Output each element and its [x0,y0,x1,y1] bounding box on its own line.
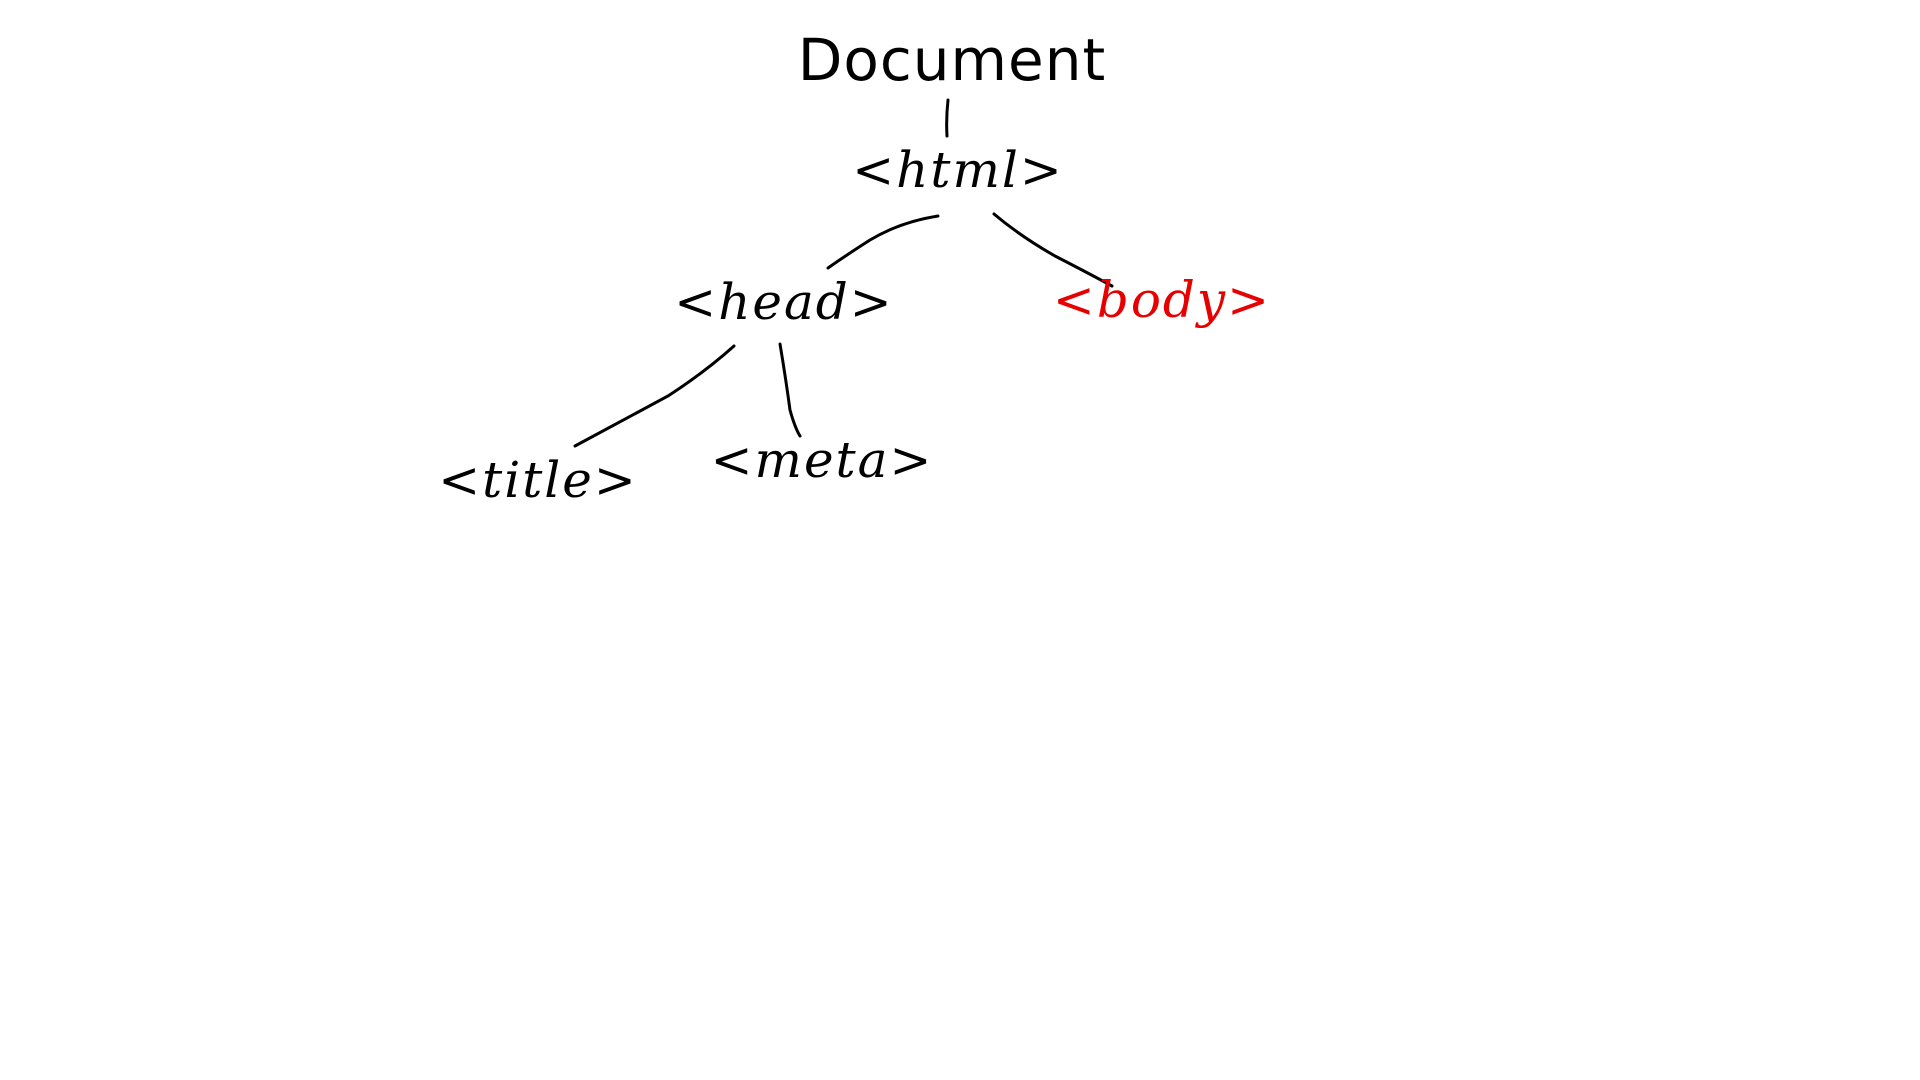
node-meta: <meta> [710,431,934,489]
edge-document-html [945,98,950,138]
node-body: <body> [1052,271,1272,329]
node-head: <head> [674,273,894,331]
node-html: <html> [852,141,1064,199]
edge-head-title [573,344,736,448]
edge-html-body [992,212,1114,288]
edge-html-head [826,214,940,270]
edge-head-meta [778,342,802,438]
node-document: Document [797,26,1107,94]
node-title: <title> [438,451,638,509]
